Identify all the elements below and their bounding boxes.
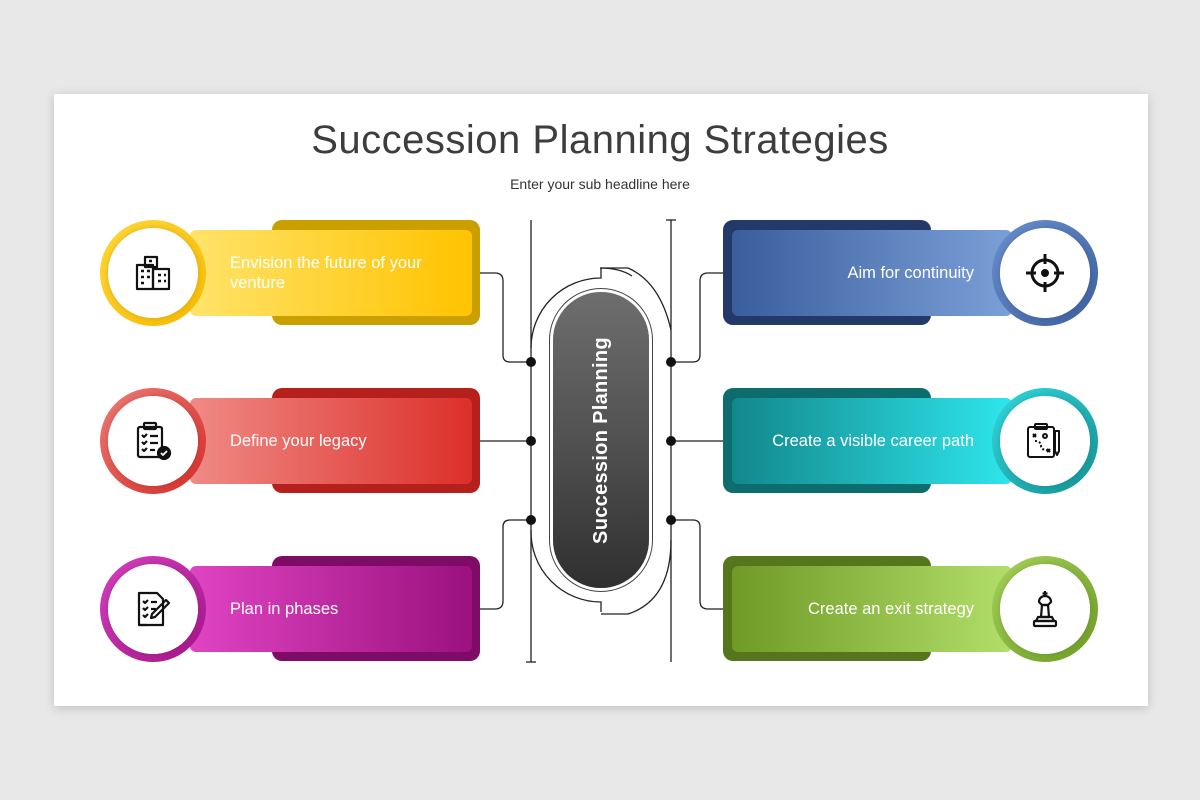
card-band: Define your legacy	[190, 398, 472, 484]
card-band: Create an exit strategy	[732, 566, 1012, 652]
strategy-label: Envision the future of your venture	[230, 254, 422, 292]
checklist-pen-icon	[137, 591, 171, 627]
strategy-card-envision: Envision the future of your venture	[100, 220, 490, 328]
icon-holder	[1000, 228, 1090, 318]
strategy-card-legacy: Define your legacy	[100, 388, 490, 496]
icon-ring	[100, 220, 206, 326]
strategy-card-phases: Plan in phases	[100, 556, 490, 664]
strategy-card-career-path: Create a visible career path	[710, 388, 1100, 496]
icon-ring	[992, 556, 1098, 662]
icon-holder	[1000, 564, 1090, 654]
icon-ring	[992, 388, 1098, 494]
page-subtitle: Enter your sub headline here	[510, 176, 690, 192]
center-pill-text: Succession Planning	[553, 292, 649, 588]
strategy-card-exit: Create an exit strategy	[710, 556, 1100, 664]
strategy-board-icon	[1027, 423, 1060, 458]
strategy-label: Aim for continuity	[847, 264, 974, 282]
crosshair-icon	[1026, 254, 1064, 292]
card-band: Aim for continuity	[732, 230, 1012, 316]
icon-holder	[108, 564, 198, 654]
strategy-label: Create a visible career path	[772, 432, 974, 450]
center-pill	[553, 292, 649, 588]
icon-holder	[108, 396, 198, 486]
strategy-label: Define your legacy	[230, 432, 367, 450]
card-band: Envision the future of your venture	[190, 230, 472, 316]
center-label: Succession Planning	[589, 336, 612, 544]
card-band: Plan in phases	[190, 566, 472, 652]
icon-ring	[100, 556, 206, 662]
chess-piece-icon	[1032, 591, 1058, 628]
page-title: Succession Planning Strategies	[311, 118, 889, 162]
card-band: Create a visible career path	[732, 398, 1012, 484]
icon-ring	[992, 220, 1098, 326]
icon-holder	[1000, 396, 1090, 486]
strategy-card-continuity: Aim for continuity	[710, 220, 1100, 328]
buildings-icon	[135, 255, 171, 291]
icon-holder	[108, 228, 198, 318]
icon-ring	[100, 388, 206, 494]
clipboard-check-icon	[136, 421, 172, 461]
strategy-label: Plan in phases	[230, 600, 339, 618]
strategy-label: Create an exit strategy	[808, 600, 974, 618]
